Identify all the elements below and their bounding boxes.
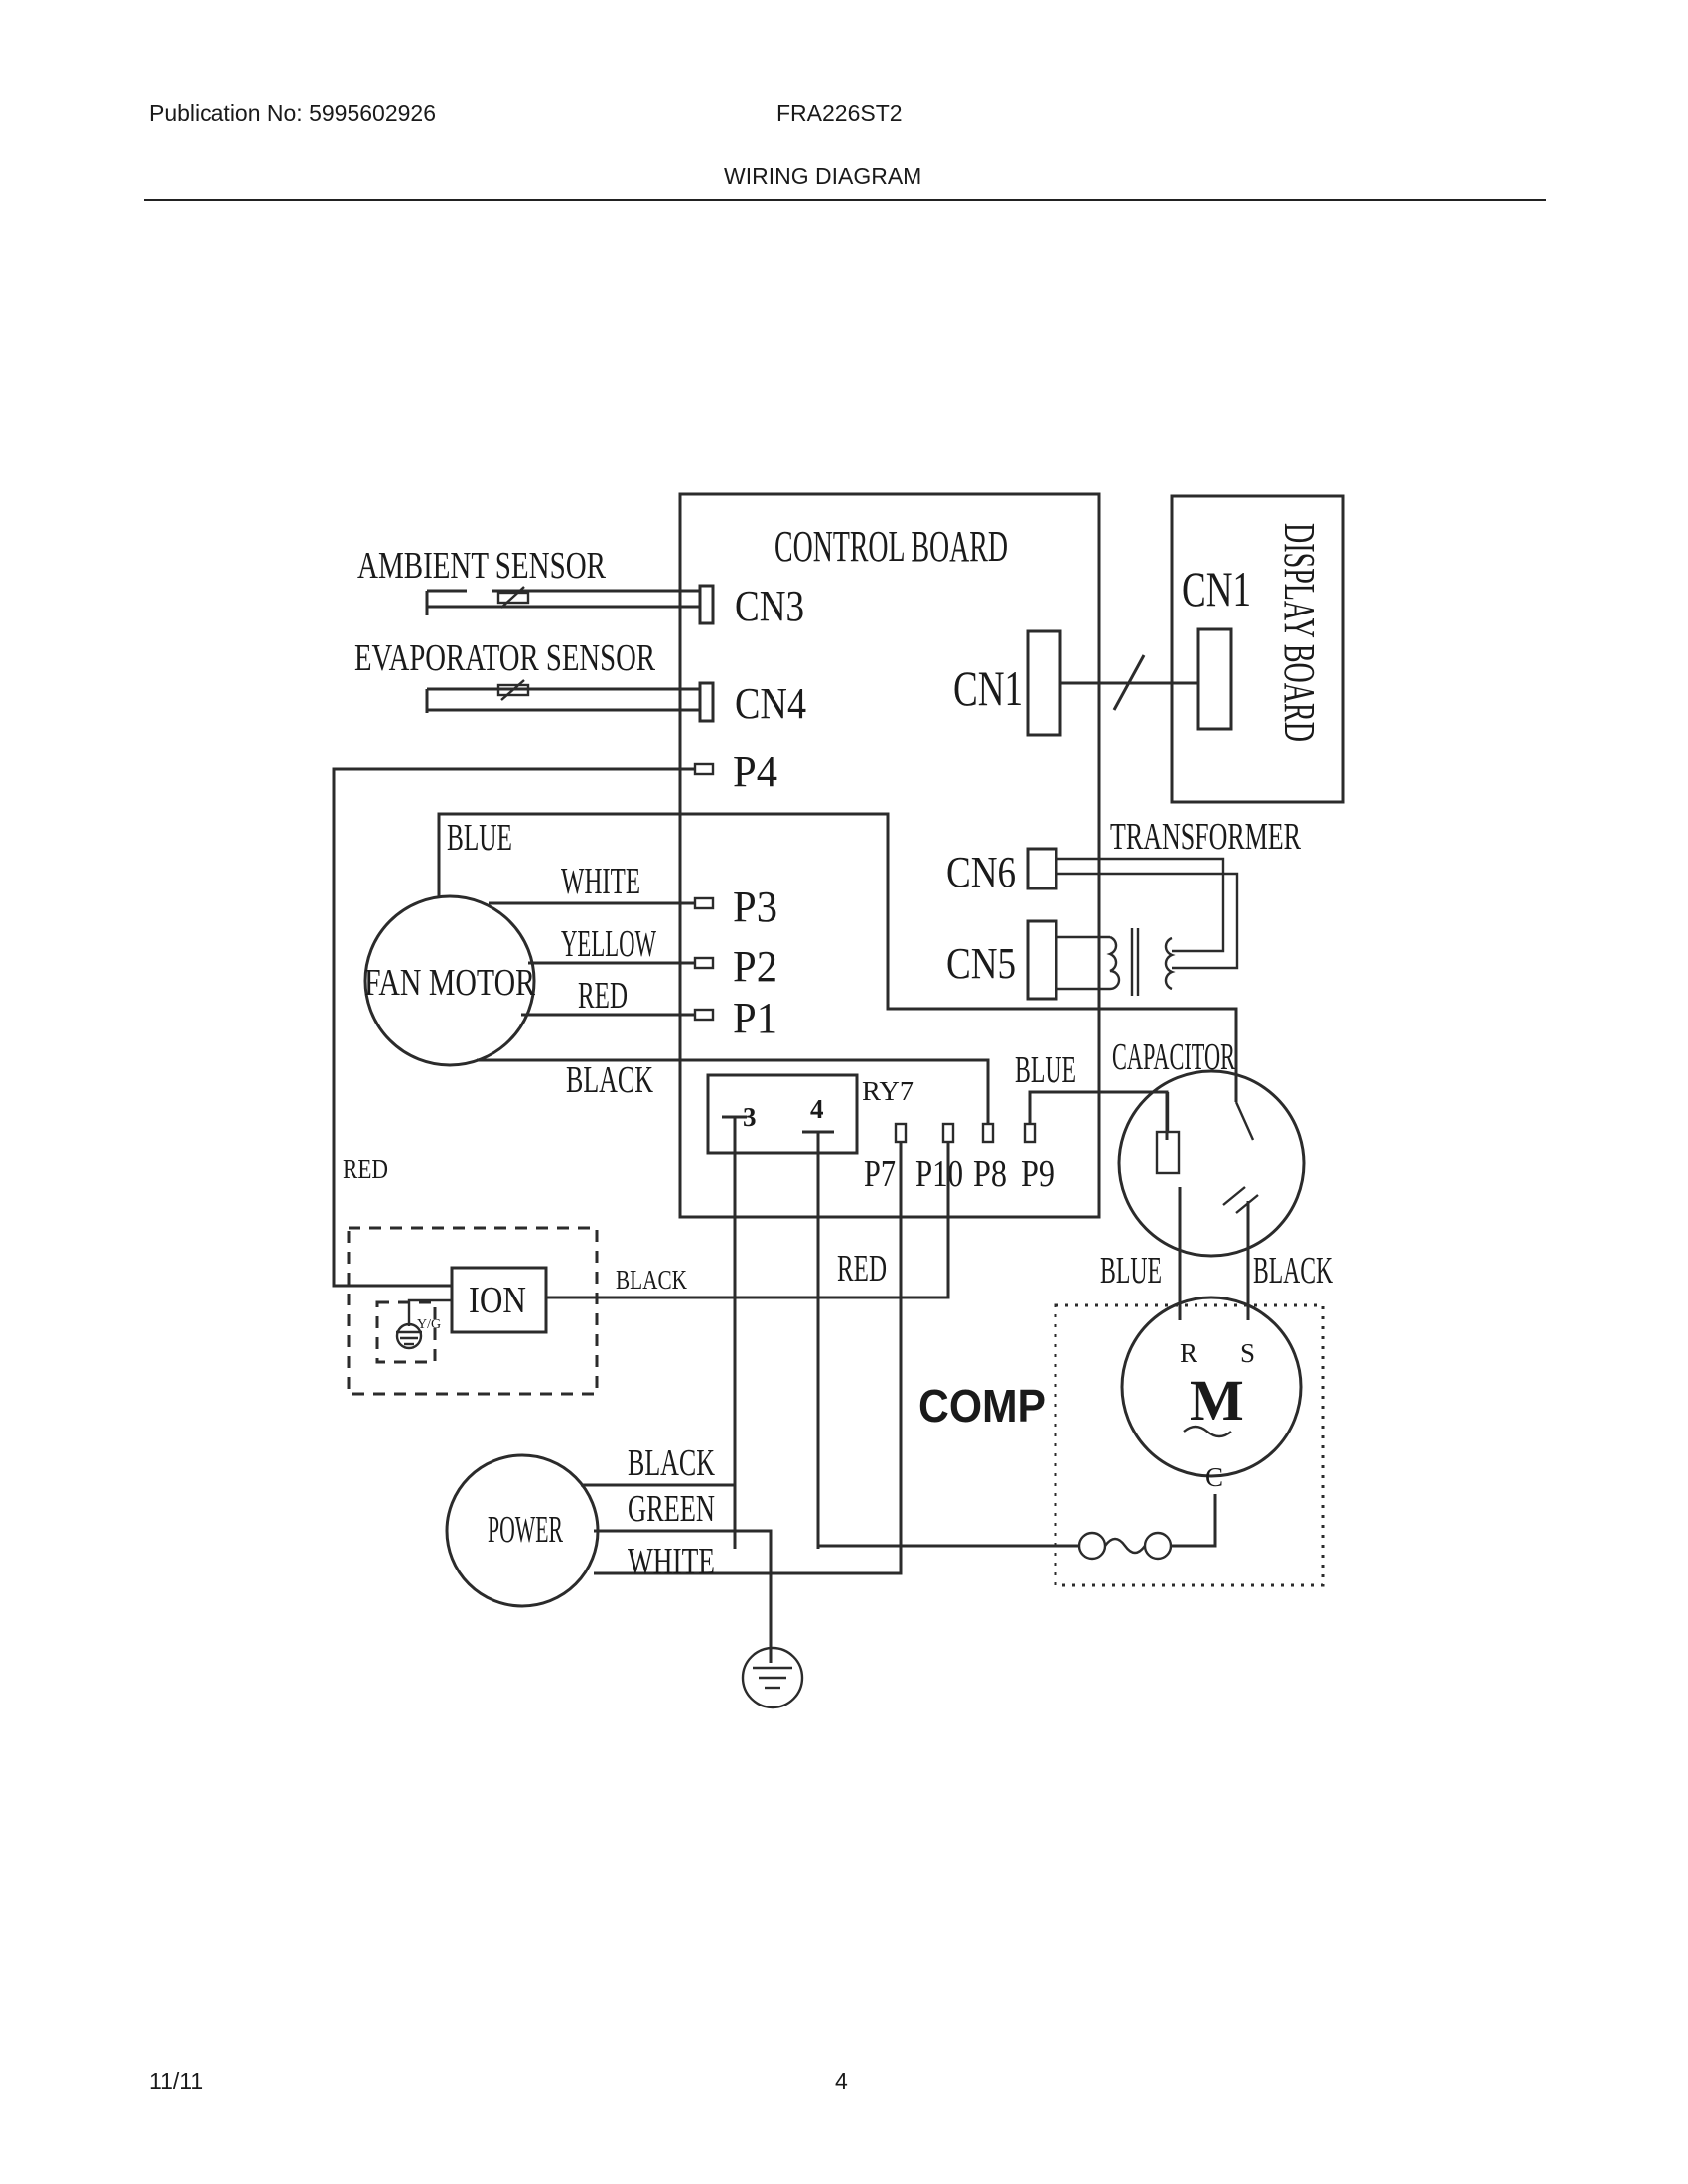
control-board: CONTROL BOARD: [678, 492, 1101, 1219]
transformer-label: TRANSFORMER: [1110, 816, 1301, 858]
display-cn1-connector: [1196, 627, 1233, 731]
fan-blue-wire-label: BLUE: [447, 817, 512, 859]
p7-label: P7: [864, 1154, 896, 1195]
p4-label: P4: [733, 748, 777, 796]
p9-blue-wire-label: BLUE: [1015, 1049, 1076, 1091]
fan-motor-label: FAN MOTOR: [364, 962, 536, 1004]
ion-generator: ION Y/G: [347, 1226, 599, 1396]
overload-protector: [1104, 1537, 1146, 1555]
display-board: CN1 DISPLAY BOARD: [1170, 494, 1345, 804]
fan-yellow-wire-label: YELLOW: [561, 923, 656, 965]
fan-white-wire-label: WHITE: [561, 861, 640, 902]
ion-ground-label: Y/G: [417, 1317, 441, 1332]
relay-name-label: RY7: [862, 1076, 914, 1106]
p10-red-wire: RED BLACK: [546, 1142, 950, 1299]
relay-ry7: RY7 3 4: [706, 1073, 914, 1549]
evaporator-sensor: EVAPORATOR SENSOR: [354, 637, 701, 713]
cn1-connector: CN1: [953, 629, 1198, 737]
cn4-label: CN4: [735, 679, 806, 728]
p9-terminal: [1023, 1122, 1037, 1144]
page-number: 4: [835, 2068, 848, 2094]
comp-label: COMP: [918, 1380, 1046, 1432]
ion-red-wire-label: RED: [343, 1155, 388, 1184]
footer-date: 11/11: [149, 2068, 204, 2094]
motor-c-label: C: [1205, 1462, 1223, 1492]
cn5-connector: CN5: [946, 919, 1058, 1001]
relay-pin3-label: 3: [743, 1102, 757, 1132]
p4-terminal: P4: [693, 748, 777, 796]
comp-black-wire-label: BLACK: [1253, 1250, 1333, 1292]
motor-m-label: M: [1190, 1368, 1244, 1433]
evaporator-sensor-element: [496, 683, 530, 697]
relay-red-wire-label: RED: [837, 1248, 887, 1290]
model-number: FRA226ST2: [776, 100, 903, 126]
fan-yellow-wire: YELLOW P2: [528, 923, 777, 991]
overload-protector-left: [1077, 1531, 1107, 1561]
p8-terminal: [981, 1122, 995, 1144]
ambient-sensor-label: AMBIENT SENSOR: [357, 545, 606, 587]
fan-white-wire: WHITE P3: [489, 861, 777, 931]
cn6-connector: CN6: [946, 847, 1058, 896]
overload-protector-right: [1143, 1531, 1173, 1561]
p3-label: P3: [733, 883, 777, 931]
display-cn1-label: CN1: [1182, 561, 1251, 616]
transformer-primary-coil: [1106, 935, 1121, 991]
ambient-sensor: AMBIENT SENSOR: [357, 545, 701, 615]
power-cord: POWER BLACK GREEN WHITE: [445, 1442, 804, 1709]
evaporator-sensor-label: EVAPORATOR SENSOR: [354, 637, 655, 679]
p9-label: P9: [1021, 1154, 1055, 1195]
p10-label: P10: [915, 1154, 963, 1195]
cn1-label: CN1: [953, 660, 1023, 716]
p2-label: P2: [733, 942, 777, 991]
p8-label: P8: [973, 1154, 1007, 1195]
motor-ac-symbol: [1183, 1425, 1232, 1438]
transformer-secondary-coil: [1164, 936, 1176, 991]
publication-number: Publication No: 5995602926: [149, 100, 437, 126]
capacitor: CAPACITOR: [1112, 1036, 1306, 1258]
cn6-label: CN6: [946, 848, 1016, 896]
p1-label: P1: [733, 994, 777, 1042]
relay-pin4-label: 4: [810, 1094, 824, 1124]
p7-white-wire: [594, 1142, 903, 1575]
p7-terminal: [894, 1122, 908, 1144]
fan-red-wire: RED P1: [521, 975, 777, 1042]
motor-r-label: R: [1180, 1338, 1197, 1368]
p3-terminal: [693, 896, 715, 910]
header-divider: [144, 199, 1546, 201]
p10-terminal: [941, 1122, 955, 1144]
power-green-wire-label: GREEN: [628, 1488, 715, 1530]
board-terminals: P7 P10 P8 P9: [864, 1122, 1055, 1195]
cn3-label: CN3: [735, 582, 804, 630]
p9-blue-wire: BLUE: [1015, 1049, 1169, 1140]
p4-red-wire: RED: [332, 767, 695, 1288]
ambient-sensor-element: [496, 591, 530, 605]
compressor: COMP R S M C BLUE BLACK: [818, 1187, 1333, 1587]
cn4-connector: CN4: [698, 679, 806, 728]
fan-black-wire: BLACK: [477, 1058, 990, 1124]
fan-red-wire-label: RED: [578, 975, 628, 1017]
fan-blue-wire: BLUE: [437, 812, 1238, 1102]
fan-motor: FAN MOTOR: [363, 894, 536, 1067]
control-board-label: CONTROL BOARD: [774, 522, 1008, 571]
power-black-wire-label: BLACK: [628, 1442, 715, 1484]
ion-label: ION: [469, 1280, 526, 1321]
page-title: WIRING DIAGRAM: [724, 163, 922, 189]
fan-black-wire-label: BLACK: [566, 1059, 653, 1101]
transformer: TRANSFORMER: [1056, 816, 1301, 996]
power-label: POWER: [488, 1509, 563, 1551]
p1-terminal: [693, 1008, 715, 1022]
display-board-label: DISPLAY BOARD: [1275, 523, 1324, 742]
cn5-label: CN5: [946, 939, 1016, 988]
motor-s-label: S: [1240, 1338, 1255, 1368]
comp-blue-wire-label: BLUE: [1100, 1250, 1162, 1292]
p2-terminal: [693, 956, 715, 970]
ground-icon: [741, 1646, 804, 1709]
power-white-wire-label: WHITE: [628, 1541, 715, 1582]
ion-black-wire-label: BLACK: [616, 1265, 687, 1295]
cn3-connector: CN3: [698, 582, 804, 630]
